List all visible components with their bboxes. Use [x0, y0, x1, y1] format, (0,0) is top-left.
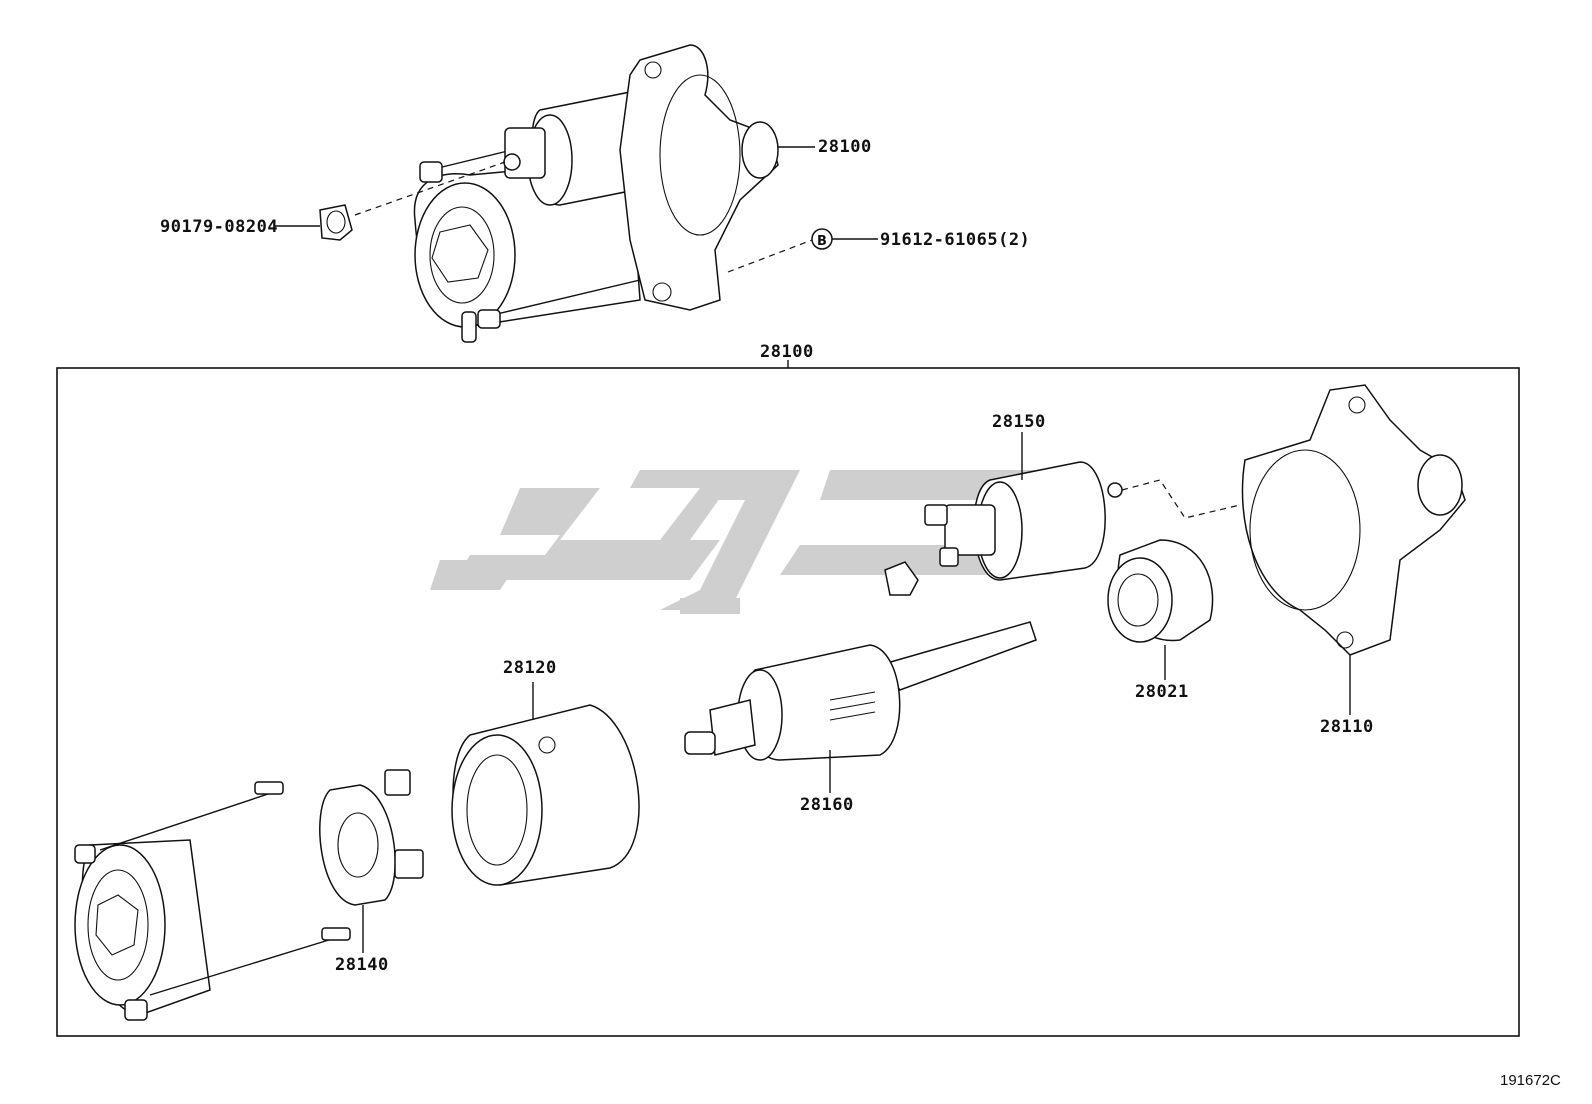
end-frame-and-bolts — [74, 781, 351, 1021]
label-91612-61065: 91612-61065(2) — [880, 230, 1030, 250]
label-28140: 28140 — [335, 955, 389, 975]
label-90179-08204: 90179-08204 — [160, 217, 278, 237]
figure-code: 191672C — [1500, 1072, 1561, 1089]
nut-90179 — [319, 204, 353, 241]
marker-b-letter: B — [817, 234, 827, 249]
part-28021-pinion — [1107, 539, 1214, 643]
label-28150: 28150 — [992, 412, 1046, 432]
part-28150-solenoid — [924, 461, 1123, 581]
label-28100-box: 28100 — [760, 342, 814, 362]
label-28021: 28021 — [1135, 682, 1189, 702]
part-28110-housing — [1241, 384, 1466, 656]
label-28120: 28120 — [503, 658, 557, 678]
part-28140-brush-holder — [319, 769, 424, 906]
label-28100-top: 28100 — [818, 137, 872, 157]
label-28160: 28160 — [800, 795, 854, 815]
label-28110: 28110 — [1320, 717, 1374, 737]
exploded-view-frame — [56, 367, 1520, 1037]
part-28120-yoke — [451, 704, 640, 886]
starter-assembly-top — [413, 44, 779, 343]
part-28160-armature — [684, 621, 1037, 761]
